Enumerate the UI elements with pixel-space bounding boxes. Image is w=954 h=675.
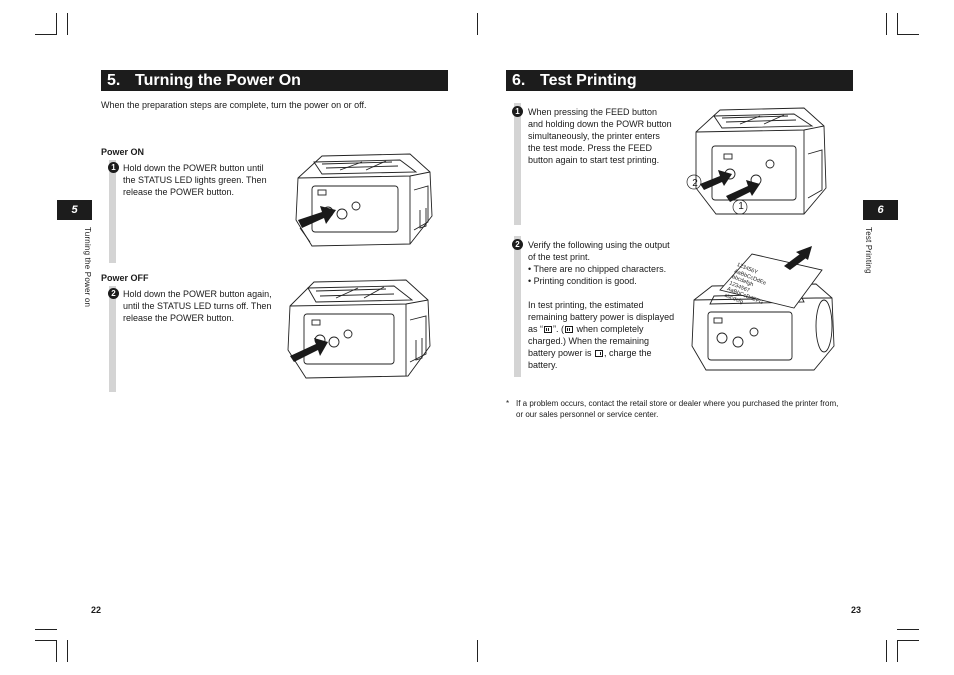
side-running-title: Test Printing: [864, 227, 873, 274]
page-number: 22: [91, 605, 102, 615]
side-running-title: Turning the Power on: [83, 227, 92, 308]
power-off-label: Power OFF: [101, 273, 149, 283]
battery-note: In test printing, the estimated remainin…: [528, 300, 675, 370]
printer-power-on-illustration: [295, 153, 433, 247]
step-number-2: 2: [108, 288, 119, 299]
power-on-text: Hold down the POWER button until the STA…: [123, 163, 267, 197]
step-number-1: 1: [512, 106, 523, 117]
footnote: If a problem occurs, contact the retail …: [516, 399, 839, 419]
printer-power-off-illustration: [287, 279, 431, 379]
power-off-text: Hold down the POWER button again, until …: [123, 289, 272, 323]
page-number: 23: [851, 605, 862, 615]
verify-text-block: Verify the following using the output of…: [528, 239, 678, 371]
power-on-label: Power ON: [101, 147, 145, 157]
footnote-marker: *: [506, 399, 510, 408]
verify-intro: Verify the following using the output of…: [528, 240, 670, 262]
battery-full-icon: [544, 326, 553, 333]
step-number-1: 1: [108, 162, 119, 173]
section-heading-test-print: 6. Test Printing: [506, 70, 853, 91]
step-bar: [514, 103, 521, 225]
step-number-2: 2: [512, 239, 523, 250]
step-bar: [514, 236, 521, 377]
battery-low-icon: [595, 350, 604, 357]
heading-number: 5.: [107, 72, 121, 89]
printer-test-mode-illustration: [686, 107, 827, 215]
heading-title: Test Printing: [540, 72, 637, 89]
printer-test-print-illustration: [691, 246, 835, 371]
callout-2: 2: [692, 178, 698, 189]
heading-number: 6.: [512, 72, 526, 89]
heading-title: Turning the Power On: [135, 72, 301, 89]
bullet-condition: • Printing condition is good.: [528, 276, 637, 286]
step-bar: [109, 286, 116, 392]
section-heading-power: 5. Turning the Power On: [101, 70, 448, 91]
intro-text: When the preparation steps are complete,…: [101, 100, 367, 110]
test-mode-text: When pressing the FEED button and holdin…: [528, 107, 672, 165]
bullet-chipped: • There are no chipped characters.: [528, 264, 667, 274]
step-bar: [109, 160, 116, 263]
chapter-tab-5: 5: [57, 200, 92, 220]
callout-1: 1: [738, 201, 744, 212]
battery-full-icon: [565, 326, 574, 333]
chapter-tab-6: 6: [863, 200, 898, 220]
